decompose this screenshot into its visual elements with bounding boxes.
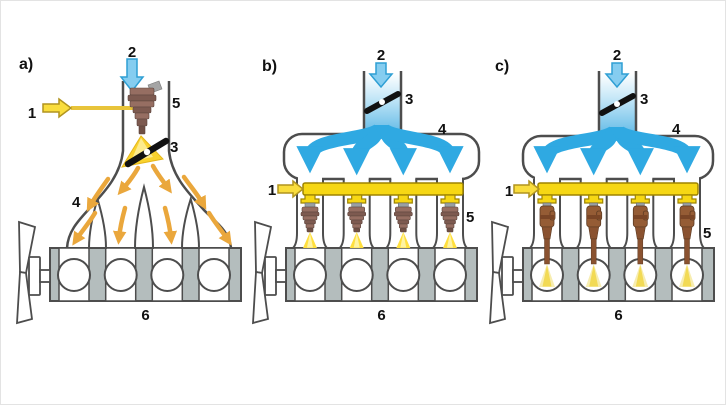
air-arrow <box>119 58 145 93</box>
fuel-line <box>42 97 138 119</box>
fan <box>252 221 287 324</box>
air-arrow <box>368 62 394 89</box>
callout-fuel-a: 1 <box>28 105 36 122</box>
callout-air-a: 2 <box>128 44 136 61</box>
panel-b-label: b) <box>262 58 277 75</box>
callout-manifold-b: 4 <box>438 121 447 138</box>
throttle-valve <box>124 137 170 168</box>
fuel-arrow <box>42 97 73 119</box>
panel-c: c) 2 3 4 1 5 6 <box>489 47 715 324</box>
callout-air-b: 2 <box>377 47 385 64</box>
callout-throttle-b: 3 <box>405 91 413 108</box>
callout-manifold-c: 4 <box>672 121 681 138</box>
callout-injector-b: 5 <box>466 209 474 226</box>
throttle-valve <box>599 93 636 116</box>
callout-air-c: 2 <box>613 47 621 64</box>
panel-a-label: a) <box>19 56 33 73</box>
engine-block <box>285 247 478 302</box>
engine-block <box>49 247 242 302</box>
fan <box>489 221 524 324</box>
injector <box>127 80 163 135</box>
panel-c-label: c) <box>495 58 509 75</box>
callout-engine-a: 6 <box>141 307 149 324</box>
intake-manifold <box>65 81 233 249</box>
fan <box>16 221 51 324</box>
fuel-arrow <box>277 179 305 199</box>
callout-fuel-c: 1 <box>505 183 513 200</box>
air-flow-arrows <box>533 124 701 176</box>
air-arrow <box>604 62 630 89</box>
callout-injector-c: 5 <box>703 225 711 242</box>
callout-throttle-c: 3 <box>640 91 648 108</box>
air-flow-arrows <box>296 122 464 176</box>
panel-a: a) 2 1 5 3 4 6 <box>16 44 242 324</box>
callout-engine-b: 6 <box>377 307 385 324</box>
fuel-arrow <box>513 179 541 199</box>
mixture-flow-arrows <box>72 163 232 246</box>
throttle-valve <box>364 91 401 114</box>
callout-throttle-a: 3 <box>170 139 178 156</box>
panel-b: b) 2 3 4 1 5 6 <box>252 47 481 324</box>
callout-engine-c: 6 <box>614 307 622 324</box>
callout-fuel-b: 1 <box>268 182 276 199</box>
callout-injector-a: 5 <box>172 95 180 112</box>
callout-manifold-a: 4 <box>72 194 81 211</box>
fuel-rail <box>300 182 464 204</box>
